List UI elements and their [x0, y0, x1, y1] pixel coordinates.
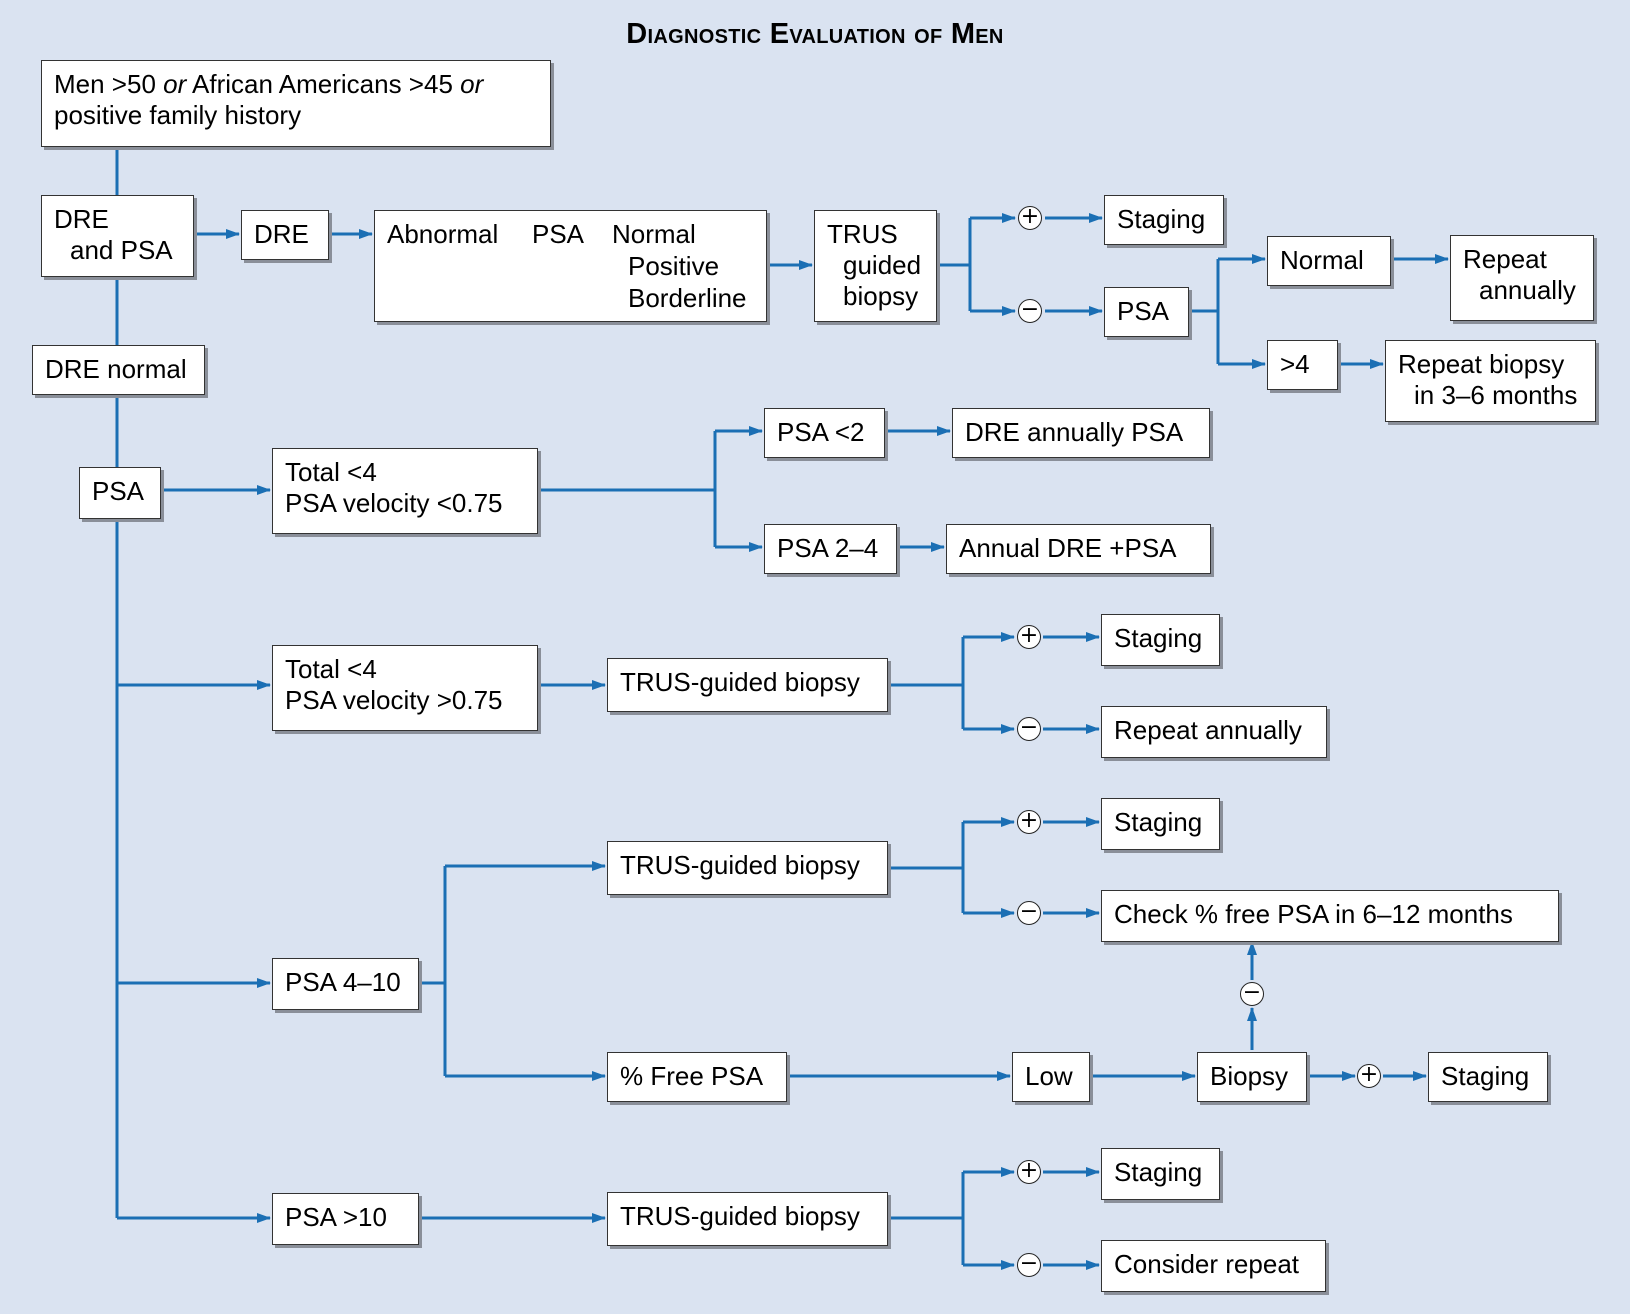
abnormal-label: Abnormal: [387, 219, 499, 249]
entry-line1-a: Men >50: [54, 69, 164, 99]
entry-line1-b: African Americans >45: [186, 69, 461, 99]
total-lt4-a-line2: PSA velocity <0.75: [285, 488, 503, 518]
psa-top-box: PSA: [1104, 287, 1189, 337]
abnormal-positive-label: Positive: [628, 251, 720, 281]
trus-guided-biopsy-box-4: TRUS-guided biopsy: [607, 1192, 888, 1246]
negative-result-icon: −: [1017, 717, 1041, 741]
positive-result-icon: +: [1017, 625, 1041, 649]
gt4-box: >4: [1267, 340, 1338, 390]
total-lt4-velocity-low-box: Total <4 PSA velocity <0.75: [272, 448, 538, 534]
psa-2-4-box: PSA 2–4: [764, 524, 897, 574]
trus-line2: guided: [843, 250, 922, 280]
total-lt4-velocity-high-box: Total <4 PSA velocity >0.75: [272, 645, 538, 731]
abnormal-borderline-label: Borderline: [628, 283, 747, 313]
positive-result-icon: +: [1017, 1160, 1041, 1184]
repeat-biopsy-line2: in 3–6 months: [1414, 380, 1578, 410]
entry-line2: positive family history: [54, 100, 302, 130]
trus-guided-biopsy-box-2: TRUS-guided biopsy: [607, 658, 888, 712]
staging-box-1: Staging: [1104, 195, 1224, 245]
repeat-biopsy-box: Repeat biopsy in 3–6 months: [1385, 340, 1596, 422]
normal-box: Normal: [1267, 236, 1391, 286]
staging-box-4: Staging: [1428, 1052, 1548, 1102]
biopsy-box: Biopsy: [1197, 1052, 1307, 1102]
repeat-annually-line1: Repeat: [1463, 244, 1547, 274]
free-psa-box: % Free PSA: [607, 1052, 787, 1102]
abnormal-psa-label: PSA: [532, 219, 585, 249]
psa-gt10-box: PSA >10: [272, 1193, 419, 1245]
staging-box-5: Staging: [1101, 1148, 1220, 1200]
trus-line1: TRUS: [827, 219, 898, 249]
low-box: Low: [1012, 1052, 1090, 1102]
entry-or-2: or: [460, 69, 484, 99]
dre-and-psa-line2: and PSA: [70, 235, 173, 265]
annual-dre-psa-box: Annual DRE +PSA: [946, 524, 1211, 574]
consider-repeat-box: Consider repeat: [1101, 1240, 1326, 1292]
positive-result-icon: +: [1357, 1064, 1381, 1088]
repeat-biopsy-line1: Repeat biopsy: [1398, 349, 1565, 379]
trus-guided-biopsy-box-3: TRUS-guided biopsy: [607, 841, 888, 895]
positive-result-icon: +: [1017, 810, 1041, 834]
entry-criteria-box: Men >50 or African Americans >45 or posi…: [41, 60, 551, 147]
dre-and-psa-line1: DRE: [54, 204, 109, 234]
check-free-psa-box: Check % free PSA in 6–12 months: [1101, 890, 1559, 942]
total-lt4-b-line1: Total <4: [285, 654, 377, 684]
dre-and-psa-box: DRE and PSA: [41, 195, 194, 277]
staging-box-3: Staging: [1101, 798, 1220, 850]
negative-result-icon: −: [1018, 299, 1042, 323]
negative-result-icon: −: [1017, 901, 1041, 925]
trus-line3: biopsy: [843, 281, 919, 311]
dre-box: DRE: [241, 210, 329, 260]
positive-result-icon: +: [1018, 206, 1042, 230]
repeat-annually-line2: annually: [1479, 275, 1576, 305]
repeat-annually-box-2: Repeat annually: [1101, 706, 1327, 758]
abnormal-normal-label: Normal: [612, 219, 696, 249]
staging-box-2: Staging: [1101, 614, 1220, 666]
negative-result-icon: −: [1017, 1253, 1041, 1277]
psa-4-10-box: PSA 4–10: [272, 958, 419, 1010]
psa-main-box: PSA: [79, 467, 161, 519]
diagram-title: Diagnostic Evaluation of Men: [626, 18, 1004, 50]
dre-normal-box: DRE normal: [32, 345, 205, 395]
entry-or-1: or: [163, 69, 187, 99]
dre-annually-psa-box: DRE annually PSA: [952, 408, 1210, 458]
total-lt4-a-line1: Total <4: [285, 457, 377, 487]
total-lt4-b-line2: PSA velocity >0.75: [285, 685, 503, 715]
trus-guided-biopsy-top-box: TRUS guided biopsy: [814, 210, 937, 322]
abnormal-results-box: Abnormal PSA Normal Positive Borderline: [374, 210, 767, 322]
negative-result-icon: −: [1240, 982, 1264, 1006]
psa-lt2-box: PSA <2: [764, 408, 885, 458]
repeat-annually-top-box: Repeat annually: [1450, 235, 1594, 321]
